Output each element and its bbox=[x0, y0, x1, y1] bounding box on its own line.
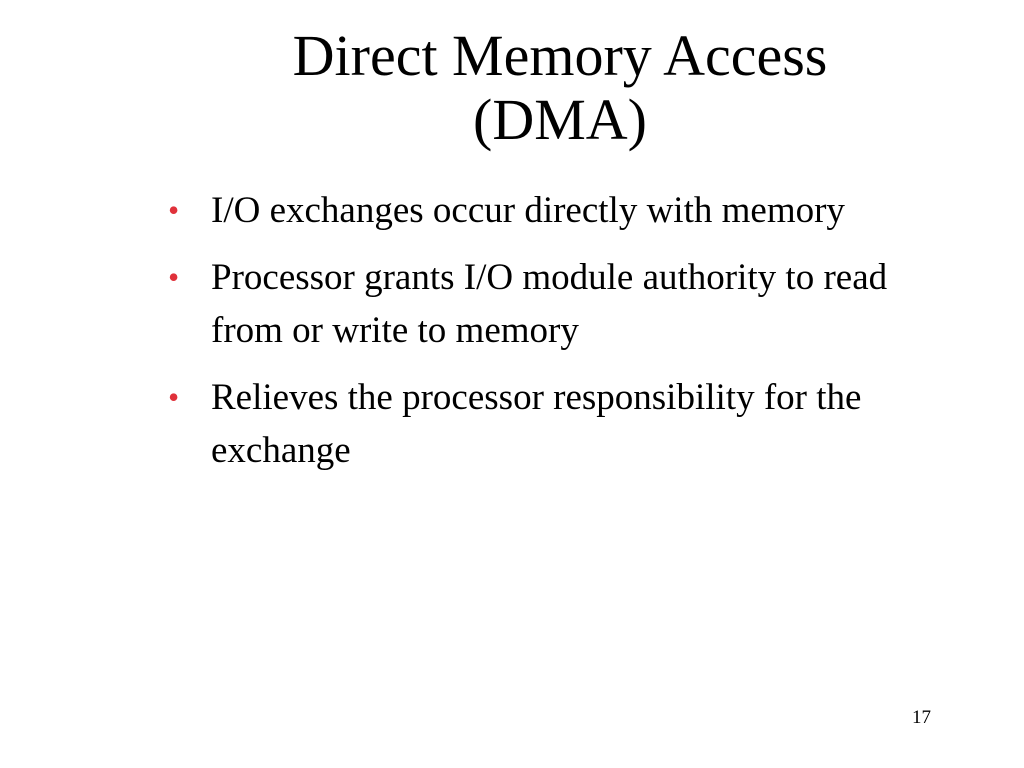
bullet-text: I/O exchanges occur directly with memory bbox=[211, 190, 845, 231]
slide-title-line-2: (DMA) bbox=[473, 87, 647, 152]
bullet-text: Relieves the processor responsibility fo… bbox=[211, 377, 862, 471]
bullet-icon: • bbox=[168, 192, 180, 228]
bullet-item: • Relieves the processor responsibility … bbox=[168, 371, 968, 477]
bullet-list: • I/O exchanges occur directly with memo… bbox=[168, 184, 968, 491]
bullet-icon: • bbox=[168, 259, 180, 295]
bullet-item: • I/O exchanges occur directly with memo… bbox=[168, 184, 968, 237]
bullet-item: • Processor grants I/O module authority … bbox=[168, 251, 968, 357]
bullet-text: Processor grants I/O module authority to… bbox=[211, 257, 888, 351]
slide-title: Direct Memory Access (DMA) bbox=[160, 24, 960, 152]
page-number: 17 bbox=[912, 707, 931, 728]
bullet-icon: • bbox=[168, 379, 180, 415]
slide-title-line-1: Direct Memory Access bbox=[292, 23, 828, 88]
